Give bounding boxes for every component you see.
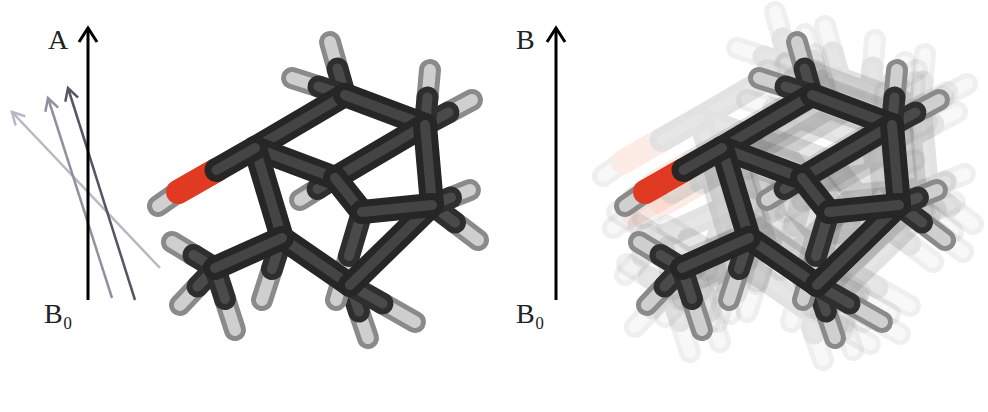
bond-stick bbox=[255, 148, 282, 238]
bond-stick bbox=[749, 238, 817, 285]
molecule bbox=[633, 34, 953, 330]
molecule bbox=[625, 42, 945, 338]
bond-stick bbox=[817, 205, 899, 285]
bond-stick bbox=[802, 125, 892, 178]
arrow-head bbox=[79, 28, 97, 42]
bond-stick bbox=[684, 148, 723, 170]
bond-stick bbox=[362, 205, 432, 212]
bond-stick bbox=[255, 148, 282, 238]
field-arrow bbox=[555, 30, 558, 300]
bond-stick bbox=[829, 205, 899, 212]
tilted-arrow bbox=[12, 112, 160, 268]
bond-stick bbox=[892, 125, 899, 205]
bond-stick bbox=[255, 95, 345, 148]
molecule bbox=[613, 64, 933, 360]
bond-stick bbox=[817, 205, 899, 285]
bond-stick bbox=[662, 118, 701, 140]
arrow-head bbox=[45, 98, 58, 112]
arrow-head bbox=[547, 28, 565, 42]
bond-stick bbox=[802, 125, 892, 178]
molecule bbox=[603, 12, 923, 308]
bond-stick bbox=[217, 148, 256, 170]
bond-stick bbox=[350, 205, 432, 285]
bond-stick bbox=[892, 125, 899, 205]
bond-stick bbox=[722, 95, 812, 148]
bond-stick bbox=[425, 125, 432, 205]
bond-stick bbox=[749, 238, 817, 285]
bond-stick bbox=[829, 205, 899, 212]
bond-stick bbox=[335, 125, 425, 178]
arrow-head bbox=[65, 88, 78, 102]
bond-stick bbox=[684, 148, 723, 170]
bond-stick bbox=[722, 95, 812, 148]
arrow-head bbox=[12, 112, 25, 126]
bond-stick bbox=[350, 205, 432, 285]
bond-stick bbox=[217, 148, 256, 170]
field-label: B₀ bbox=[516, 300, 544, 328]
bond-stick bbox=[662, 118, 701, 140]
molecule bbox=[158, 42, 478, 338]
bond-stick bbox=[282, 238, 350, 285]
bond-stick bbox=[682, 238, 749, 268]
bond-stick bbox=[335, 125, 425, 178]
bond-stick bbox=[362, 205, 432, 212]
bond-stick bbox=[682, 238, 749, 268]
molecule bbox=[643, 54, 963, 350]
bond-stick bbox=[722, 148, 749, 238]
panel-letter: B bbox=[516, 26, 535, 54]
field-label: B₀ bbox=[44, 300, 72, 328]
field-arrows bbox=[12, 28, 565, 300]
bond-stick bbox=[722, 148, 749, 238]
panel-letter: A bbox=[48, 26, 68, 54]
field-arrow bbox=[87, 30, 90, 300]
bond-stick bbox=[425, 125, 432, 205]
bond-stick bbox=[255, 95, 345, 148]
bond-stick bbox=[215, 238, 282, 268]
tilted-arrow bbox=[68, 88, 135, 300]
molecule bbox=[653, 26, 973, 322]
bond-stick bbox=[282, 238, 350, 285]
bond-stick bbox=[215, 238, 282, 268]
